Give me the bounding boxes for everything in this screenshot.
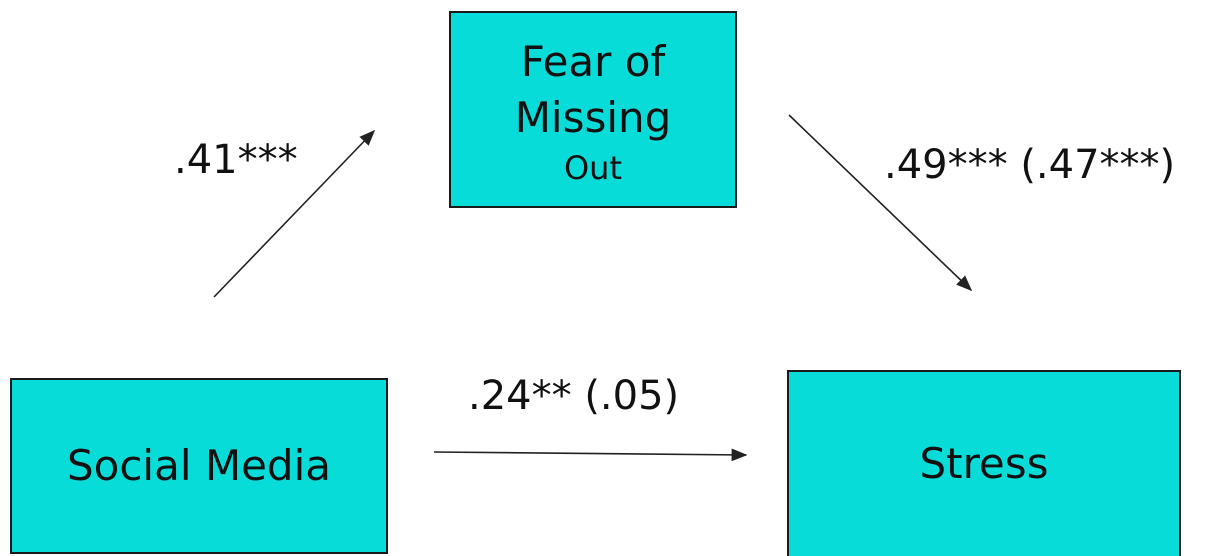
predictor-label: Social Media <box>66 441 332 490</box>
mediator-label-line2: Missing <box>514 92 672 142</box>
arrow-social-to-fomo <box>213 129 376 298</box>
arrow-social-to-stress <box>433 448 748 462</box>
mediator-box-fomo: Fear of Missing Out <box>449 11 737 208</box>
mediator-label-line3: Out <box>563 148 622 187</box>
mediator-label-line1: Fear of <box>520 36 666 86</box>
path-c-coefficient: .24** (.05) <box>468 373 680 419</box>
outcome-label: Stress <box>919 439 1049 488</box>
path-b-coefficient: .49*** (.47***) <box>884 142 1176 188</box>
path-a-coefficient: .41*** <box>174 137 298 183</box>
outcome-box-stress: Stress <box>787 370 1181 556</box>
predictor-box-social-media: Social Media <box>10 378 388 554</box>
arrow-fomo-to-stress <box>788 114 973 292</box>
